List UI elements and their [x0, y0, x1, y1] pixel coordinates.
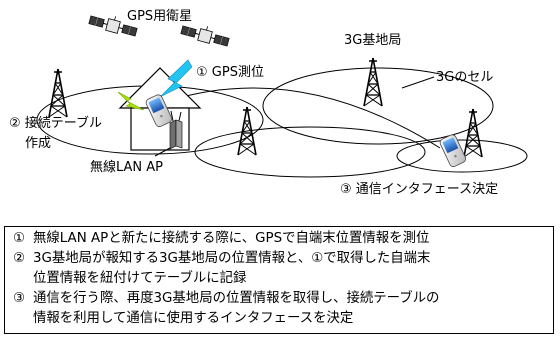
step2-label-line1: ② 接続テーブル: [9, 115, 102, 131]
note-number: ③: [13, 291, 26, 306]
wlan-ap-icon: [169, 110, 183, 150]
mobile-phone-icon: [145, 94, 173, 127]
note-number: ②: [13, 251, 26, 266]
gps-signal-bolt-icon: [159, 59, 193, 98]
cell-leader-line: [401, 76, 435, 89]
wlan-ap-leader-line: [154, 147, 171, 157]
cell-top-right: [262, 67, 494, 145]
network-diagram: GPS用衛星 3G基地局 3Gのセル 無線LAN AP ① GPS測位 ② 接続…: [9, 9, 528, 197]
step3-label: ③ 通信インタフェース決定: [340, 182, 498, 197]
cell-label: 3Gのセル: [436, 70, 493, 85]
note-number: [13, 309, 33, 329]
note-text: 通信を行う際、再度3G基地局の位置情報を取得し、接続テーブルの: [33, 291, 440, 306]
note-line: ② 3G基地局が報知する3G基地局の位置情報と、①で取得した自端末: [13, 249, 547, 269]
note-line: ③ 通信を行う際、再度3G基地局の位置情報を取得し、接続テーブルの: [13, 289, 547, 309]
mobile-phone-icon: [439, 134, 467, 167]
base-station-tower-left: [48, 68, 68, 118]
note-text: 無線LAN APと新たに接続する際に、GPSで自端末位置情報を測位: [33, 231, 430, 246]
cell-bottom: [194, 126, 426, 178]
note-line: 位置情報を紐付けてテーブルに記録: [13, 269, 547, 289]
step2-label-line2: 作成: [25, 136, 51, 151]
gps-satellite-label: GPS用衛星: [127, 9, 192, 24]
base-station-tower-right: [463, 108, 483, 158]
base-station-label: 3G基地局: [344, 33, 401, 48]
note-text: 位置情報を紐付けてテーブルに記録: [33, 271, 247, 286]
note-number: [13, 269, 33, 289]
step1-label: ① GPS測位: [196, 65, 264, 80]
base-station-tower-center: [363, 57, 383, 107]
gps-satellite-icon: [179, 19, 232, 49]
note-number: ①: [13, 231, 26, 246]
note-text: 3G基地局が報知する3G基地局の位置情報と、①で取得した自端末: [33, 251, 431, 266]
note-line: 情報を利用して通信に使用するインタフェースを決定: [13, 309, 547, 329]
note-text: 情報を利用して通信に使用するインタフェースを決定: [33, 311, 354, 326]
movement-arc: [167, 87, 441, 149]
note-line: ① 無線LAN APと新たに接続する際に、GPSで自端末位置情報を測位: [13, 229, 547, 249]
explanation-box: ① 無線LAN APと新たに接続する際に、GPSで自端末位置情報を測位 ② 3G基地局…: [4, 226, 554, 334]
wlan-ap-label: 無線LAN AP: [90, 159, 163, 175]
wlan-signal-bolt-icon: [117, 91, 145, 111]
cell-bottom-right: [396, 139, 528, 173]
